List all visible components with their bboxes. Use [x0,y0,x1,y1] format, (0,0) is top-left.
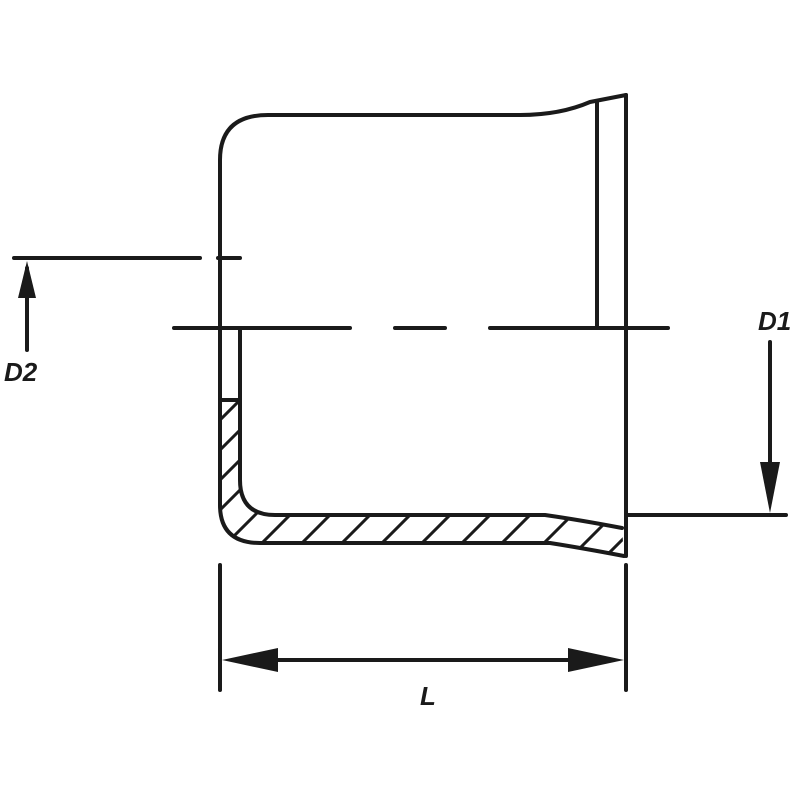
d2-label: D2 [4,357,38,387]
d1-dimension: D1 [624,306,791,517]
l-label: L [420,681,436,711]
d1-label: D1 [758,306,791,336]
section-hatching [220,400,624,556]
l-left-arrowhead [222,648,278,672]
cap-section-wall [218,326,628,558]
d2-arrowhead [18,261,36,298]
d2-dimension: D2 [4,256,242,387]
cap-upper-outline [218,93,628,332]
l-dimension: L [218,563,628,711]
l-right-arrowhead [568,648,624,672]
d1-arrowhead [760,462,780,513]
